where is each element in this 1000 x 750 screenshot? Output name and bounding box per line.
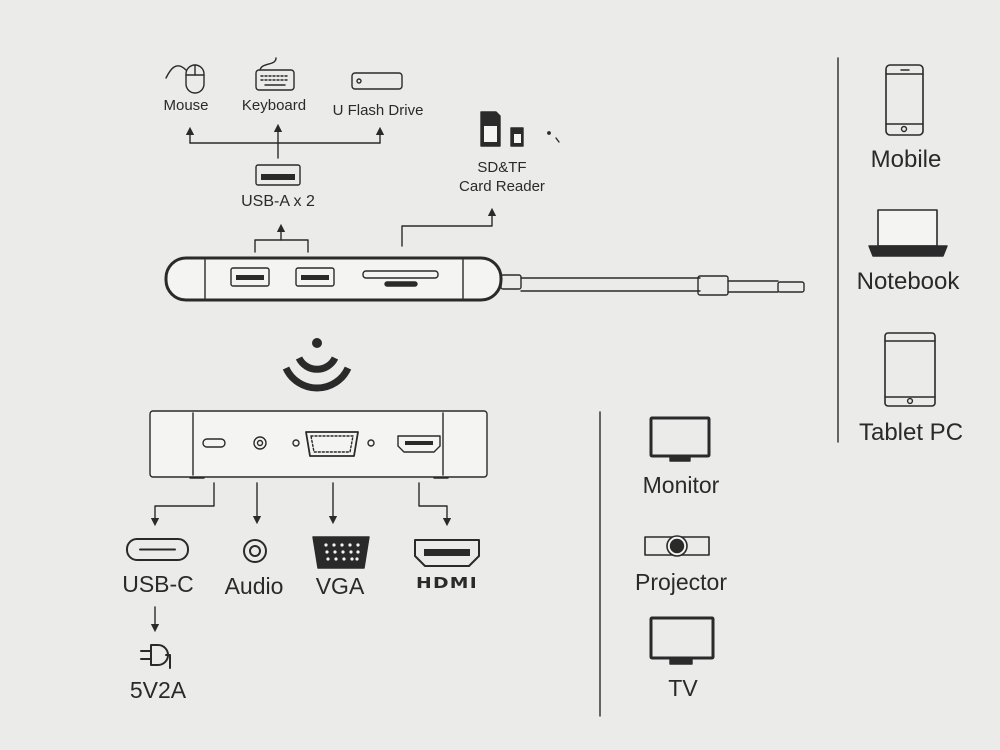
power-label: 5V2A — [129, 677, 187, 703]
port-label-hdmi: HDMI — [416, 574, 477, 593]
peripheral-label-mouse: Mouse — [163, 97, 209, 114]
usb-c-cable — [500, 274, 805, 296]
usb-c-port-icon — [126, 538, 189, 561]
port-label-vga: VGA — [315, 573, 365, 599]
mouse-icon — [165, 64, 205, 94]
mobile-phone-icon — [885, 64, 924, 136]
usb-a-port-icon — [255, 164, 301, 186]
wireless-signal-icon — [282, 338, 352, 392]
host-label-tablet: Tablet PC — [858, 419, 964, 446]
tablet-icon — [884, 332, 936, 407]
display-label-projector: Projector — [634, 569, 728, 595]
card-reader-label-line2: Card Reader — [459, 178, 545, 195]
hub-side-view — [164, 256, 503, 302]
usb-a-bracket — [254, 223, 309, 253]
power-plug-icon — [140, 644, 171, 669]
card-reader-label-line1: SD&TF — [477, 159, 527, 176]
monitor-icon — [649, 416, 711, 462]
peripheral-connector — [185, 123, 385, 159]
peripheral-label-keyboard: Keyboard — [241, 97, 307, 114]
port-label-audio: Audio — [224, 573, 284, 599]
usb-a-label: USB-A x 2 — [241, 193, 315, 210]
tv-icon — [649, 616, 715, 665]
keyboard-icon — [255, 57, 295, 91]
projector-icon — [644, 535, 710, 557]
bottom-port-arrows — [150, 482, 452, 633]
usb-flash-drive-icon — [351, 72, 403, 90]
host-label-notebook: Notebook — [856, 268, 960, 295]
notebook-icon — [868, 209, 948, 257]
sd-card-icon — [480, 111, 560, 147]
hub-front-view — [149, 410, 488, 479]
audio-jack-icon — [243, 539, 267, 563]
port-label-usb-c: USB-C — [122, 571, 194, 597]
display-label-monitor: Monitor — [642, 472, 720, 498]
host-label-mobile: Mobile — [870, 146, 942, 173]
hdmi-port-icon — [414, 539, 480, 567]
peripheral-label-flash-drive: U Flash Drive — [332, 102, 424, 119]
vga-port-icon — [312, 536, 370, 569]
display-label-tv: TV — [668, 675, 698, 701]
card-reader-connector — [401, 207, 497, 247]
hdmi-wordmark: HDMI — [416, 574, 478, 592]
